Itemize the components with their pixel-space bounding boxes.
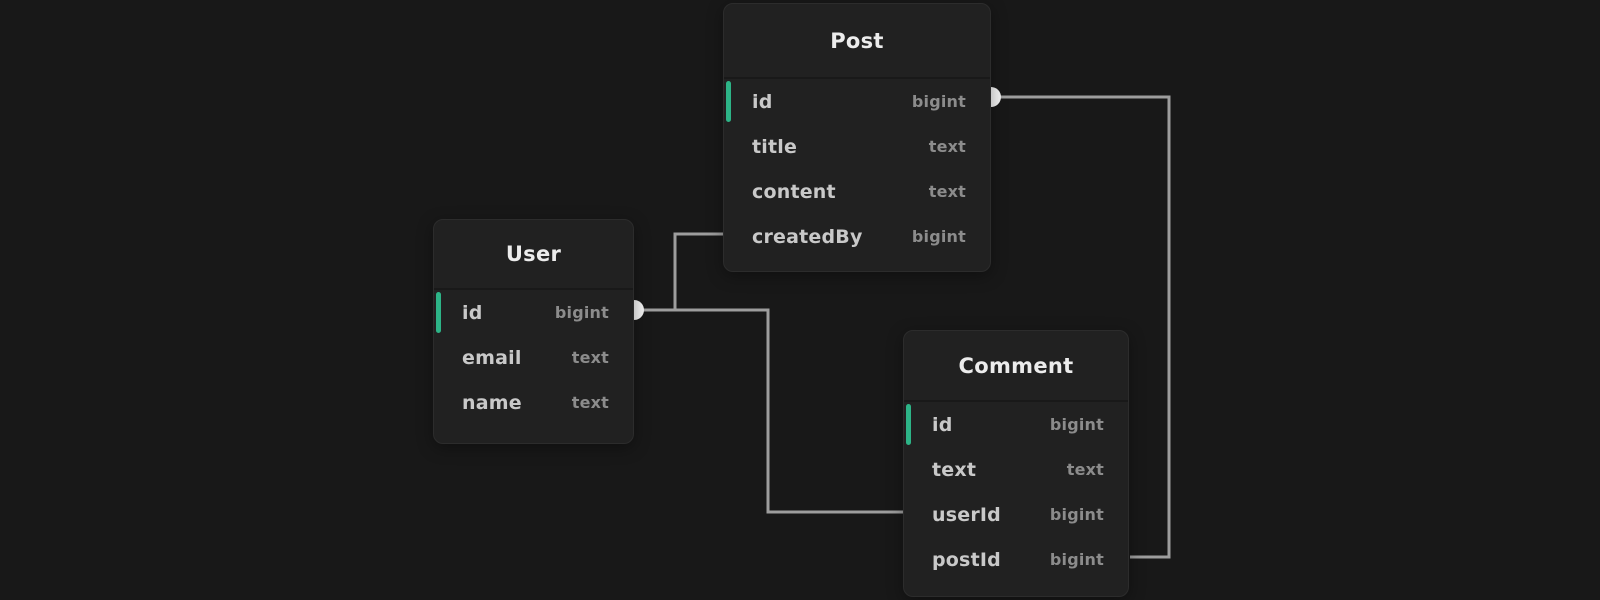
- field-row[interactable]: text text: [904, 447, 1128, 492]
- field-type: bigint: [554, 303, 609, 322]
- field-type: bigint: [1049, 550, 1104, 569]
- field-type: bigint: [911, 227, 966, 246]
- table-title: User: [505, 242, 562, 266]
- field-type: text: [928, 137, 966, 156]
- table-node-post[interactable]: Post id bigint title text content text c…: [723, 3, 991, 272]
- field-type: bigint: [1049, 415, 1104, 434]
- field-name: name: [462, 391, 522, 414]
- field-row[interactable]: title text: [724, 124, 990, 169]
- source-handle-user-id[interactable]: [634, 300, 644, 320]
- table-node-user[interactable]: User id bigint email text name text: [433, 219, 634, 444]
- field-name: content: [752, 180, 836, 203]
- field-row[interactable]: postId bigint: [904, 537, 1128, 582]
- field-name: title: [752, 135, 798, 158]
- field-row[interactable]: id bigint: [724, 79, 990, 124]
- field-type: bigint: [911, 92, 966, 111]
- table-node-comment[interactable]: Comment id bigint text text userId bigin…: [903, 330, 1129, 597]
- field-row[interactable]: id bigint: [434, 290, 633, 335]
- edge-user-id-to-post-createdby[interactable]: [634, 232, 724, 312]
- edge-post-id-to-comment-postid[interactable]: [991, 95, 1171, 559]
- table-title: Comment: [958, 353, 1074, 378]
- field-name: userId: [932, 503, 1001, 526]
- table-header[interactable]: Post: [724, 4, 990, 79]
- field-type: bigint: [1049, 505, 1104, 524]
- field-name: postId: [932, 548, 1001, 571]
- edge-user-id-to-comment-userid[interactable]: [634, 308, 904, 514]
- table-header[interactable]: Comment: [904, 331, 1128, 402]
- field-row[interactable]: id bigint: [904, 402, 1128, 447]
- field-row[interactable]: createdBy bigint: [724, 214, 990, 259]
- field-row[interactable]: userId bigint: [904, 492, 1128, 537]
- field-row[interactable]: name text: [434, 380, 633, 425]
- table-title: Post: [830, 28, 884, 53]
- field-name: id: [932, 413, 953, 436]
- field-type: text: [928, 182, 966, 201]
- field-row[interactable]: email text: [434, 335, 633, 380]
- field-name: createdBy: [752, 225, 863, 248]
- primary-key-indicator: [906, 404, 911, 445]
- field-row[interactable]: content text: [724, 169, 990, 214]
- field-name: email: [462, 346, 522, 369]
- field-type: text: [1066, 460, 1104, 479]
- table-header[interactable]: User: [434, 220, 633, 290]
- primary-key-indicator: [436, 292, 441, 333]
- source-handle-post-id[interactable]: [991, 87, 1001, 107]
- field-name: id: [752, 90, 773, 113]
- primary-key-indicator: [726, 81, 731, 122]
- field-name: text: [932, 458, 977, 481]
- field-name: id: [462, 301, 483, 324]
- field-type: text: [571, 393, 609, 412]
- field-type: text: [571, 348, 609, 367]
